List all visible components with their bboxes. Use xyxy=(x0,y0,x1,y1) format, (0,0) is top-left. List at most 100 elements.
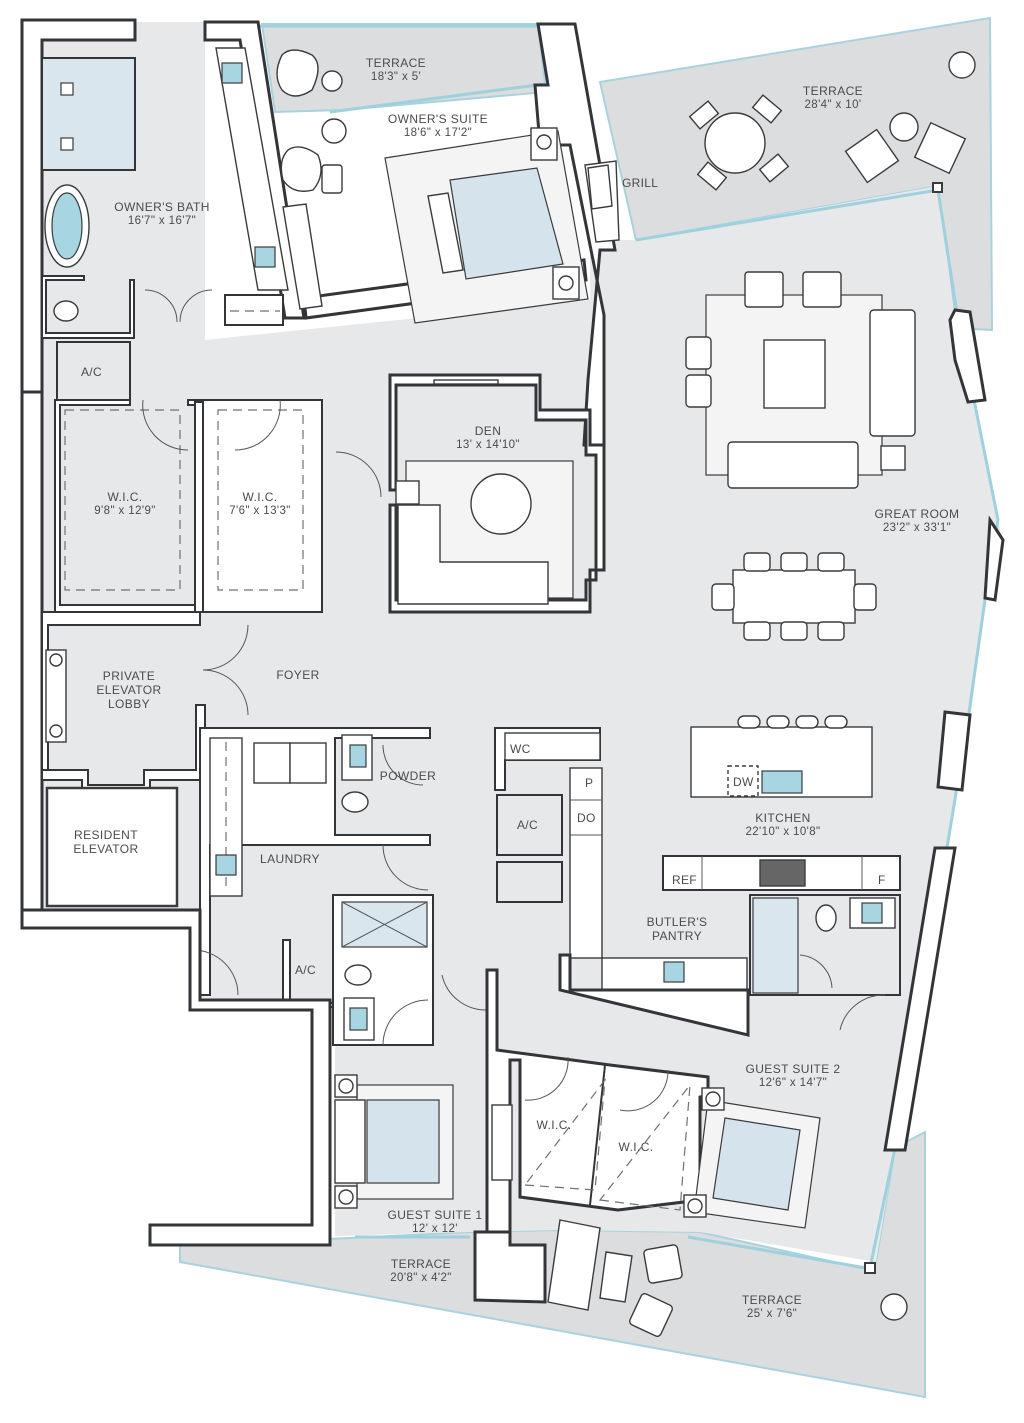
door-wic-2 xyxy=(234,399,281,451)
shower-owners xyxy=(41,57,136,171)
wall-lobby-south xyxy=(41,704,206,793)
sink-pantry xyxy=(663,961,685,983)
room-name-line: ELEVATOR xyxy=(73,842,139,856)
terrace-sofa xyxy=(547,1219,601,1311)
room-name: TERRACE xyxy=(390,1257,452,1271)
lounge-chair-suite xyxy=(280,146,322,192)
room-name: FOYER xyxy=(276,668,320,682)
door-laundry xyxy=(382,844,429,891)
label-terrace-guest-1: TERRACE 20'8" x 4'2" xyxy=(390,1257,451,1285)
label-foyer: FOYER xyxy=(276,668,319,682)
dining-table xyxy=(732,569,856,624)
lamp-guest-1b xyxy=(338,1189,354,1205)
label-terrace-owners: TERRACE 18'3" x 5' xyxy=(366,56,426,84)
tv-console-guest-1 xyxy=(491,1104,513,1181)
counter-stool-2 xyxy=(766,715,790,729)
wall-sw xyxy=(20,908,332,1247)
glass-great-room-north xyxy=(635,188,939,242)
wic-2-shelf xyxy=(217,409,304,591)
tag-refrigerator: REF xyxy=(672,873,697,887)
dining-chair-w xyxy=(711,583,735,611)
room-dims: 7'6" x 13'3" xyxy=(229,505,291,517)
room-dims: 28'4" x 10' xyxy=(804,99,862,111)
terrace-dining-chair-4 xyxy=(758,153,790,183)
wall-great-east-pier-3 xyxy=(936,710,972,792)
terrace-dining-chair-2 xyxy=(751,94,783,124)
column-great-corner xyxy=(932,182,943,193)
wall-ac-2 xyxy=(496,794,563,856)
ottoman-suite xyxy=(321,164,343,194)
room-dims: 12' x 12' xyxy=(412,1223,458,1235)
grill-unit xyxy=(587,164,613,210)
wic-3-shelf xyxy=(523,1077,606,1191)
dryer xyxy=(289,742,327,784)
elevator-call-panel xyxy=(45,649,67,743)
room-name: W.I.C. xyxy=(618,1140,654,1154)
sink-powder xyxy=(349,744,367,768)
room-name: GUEST SUITE 1 xyxy=(387,1208,483,1222)
lamp-owners-1 xyxy=(536,134,552,150)
room-name-line: BUTLER'S xyxy=(646,915,708,929)
room-name: GREAT ROOM xyxy=(874,507,960,521)
closet-owners xyxy=(224,294,284,326)
wall-guest-east xyxy=(883,846,957,1152)
door-powder xyxy=(382,744,424,786)
wall-great-east-pier-2 xyxy=(983,515,1005,602)
room-name: W.I.C. xyxy=(242,490,278,504)
dining-chair-n1 xyxy=(743,552,771,572)
tag-dishwasher: DW xyxy=(733,775,754,789)
den-coffee-table xyxy=(470,473,532,535)
label-den: DEN 13' x 14'10" xyxy=(456,424,520,452)
resident-elevator-cab xyxy=(45,786,179,908)
bed-guest-2 xyxy=(712,1117,801,1211)
pouf-great-2 xyxy=(685,374,712,408)
toilet-powder xyxy=(341,791,369,813)
label-wic-1: W.I.C. 9'8" x 12'9" xyxy=(94,490,155,518)
glass-guest-2-south xyxy=(687,1235,867,1270)
tag-ac-1: A/C xyxy=(81,365,102,379)
dishwasher xyxy=(727,765,759,797)
terrace-chair-south-1 xyxy=(643,1244,683,1284)
pouf-great-1 xyxy=(685,336,712,370)
label-owners-suite: OWNER'S SUITE 18'6" x 17'2" xyxy=(388,112,488,140)
shower-head-1 xyxy=(60,82,74,96)
bed-owners-suite xyxy=(449,167,564,280)
wall-den xyxy=(388,373,606,614)
label-owners-bath: OWNER'S BATH 16'7" x 16'7" xyxy=(114,200,210,228)
room-name: DEN xyxy=(474,424,502,438)
tag-pantry: P xyxy=(585,776,594,790)
terrace-lounge-chair-1 xyxy=(844,128,900,184)
wall-pantry-south xyxy=(558,953,750,1037)
room-dims: 18'3" x 5' xyxy=(370,71,422,83)
armchair-great-2 xyxy=(802,271,842,308)
column-guest-corner xyxy=(864,1262,876,1274)
room-name: OWNER'S SUITE xyxy=(387,112,489,126)
sink-island xyxy=(761,770,803,794)
dining-chair-s2 xyxy=(780,621,808,641)
sink-guest-2 xyxy=(861,902,883,924)
wic-4-shelf xyxy=(598,1083,691,1211)
dining-chair-e xyxy=(853,583,877,611)
bathtub-water xyxy=(51,192,83,260)
door-owners-bath xyxy=(144,289,213,323)
label-powder: POWDER xyxy=(380,769,436,783)
room-dims: 23'2" x 33'1" xyxy=(882,522,952,534)
bench-owners xyxy=(427,192,464,274)
shower-guest-x2 xyxy=(341,901,428,948)
toilet-guest-bath xyxy=(344,964,372,986)
shower-guest-2 xyxy=(752,897,799,994)
door-den xyxy=(335,451,382,498)
room-name: TERRACE xyxy=(802,84,864,98)
room-name-line: PRIVATE xyxy=(102,669,156,683)
counter-stool-1 xyxy=(737,715,761,729)
wall-west-lower xyxy=(20,390,44,912)
lamp-guest-1a xyxy=(338,1078,354,1094)
terrace-chair-south-2 xyxy=(629,1293,673,1337)
room-name-line: RESIDENT xyxy=(74,828,138,842)
label-laundry: LAUNDRY xyxy=(260,852,320,866)
terrace-dining-chair-3 xyxy=(696,161,728,191)
room-name: W.I.C. xyxy=(107,490,143,504)
tag-double-oven: DO xyxy=(577,811,596,825)
column-terrace-se xyxy=(880,1293,908,1321)
